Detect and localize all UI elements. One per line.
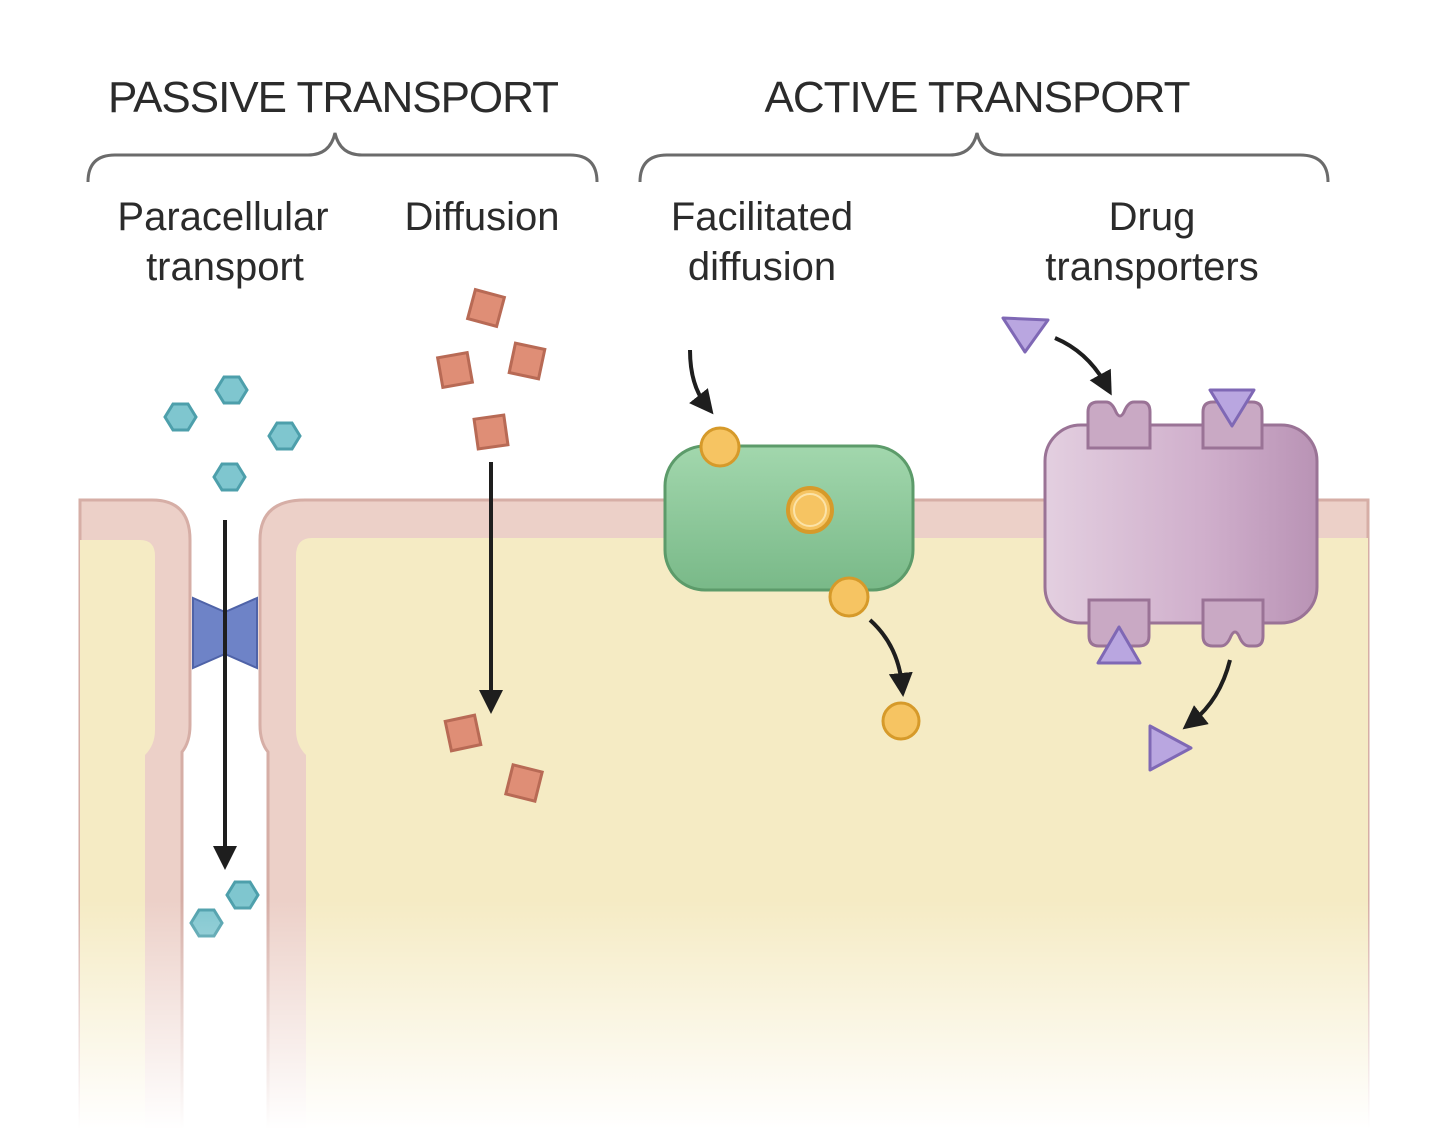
diffusion-molecules [435,287,547,804]
diffusion-label: Diffusion [405,195,560,239]
drug-molecules [1001,316,1256,772]
hexagon-molecule [212,462,247,492]
triangle-molecule [1001,316,1050,354]
square-molecule [503,762,545,804]
bottom-fade [0,900,1440,1129]
active-transport-heading: ACTIVE TRANSPORT [765,73,1190,122]
drug-transporter-protein [1043,423,1319,625]
square-molecule [443,713,483,753]
drug-label-line1: Drug [1109,195,1196,239]
drug-label-line2: transporters [1045,245,1258,289]
square-molecule [507,341,547,381]
active-brace [638,132,1330,183]
hexagon-molecule [163,402,198,432]
substrate-circle [881,701,921,741]
hexagon-molecule [214,375,249,405]
hexagon-molecule [267,421,302,451]
square-molecule [472,413,510,451]
square-molecule [465,287,507,329]
triangle-molecule [1208,388,1256,428]
binding-site-bottom-right [1201,598,1265,648]
facilitated-label-line1: Facilitated [671,195,853,239]
square-molecule [435,350,475,390]
facilitated-entry-arrow [688,349,714,415]
binding-site-bottom-left [1087,598,1151,648]
substrate-circle-bound-ring [793,493,827,527]
triangle-molecule [1148,724,1193,772]
paracellular-label-line2: transport [146,245,304,289]
passive-transport-heading: PASSIVE TRANSPORT [108,73,558,122]
drug-entry-arrow [1054,336,1112,396]
paracellular-label-line1: Paracellular [117,195,328,239]
substrate-circle [699,426,741,468]
triangle-molecule [1096,625,1142,665]
facilitated-exit-arrow [868,618,913,697]
binding-site-top-left [1086,400,1152,450]
passive-brace [86,132,599,183]
facilitated-label-line2: diffusion [688,245,836,289]
substrate-circle [828,576,870,618]
drug-exit-arrow [1182,659,1232,730]
